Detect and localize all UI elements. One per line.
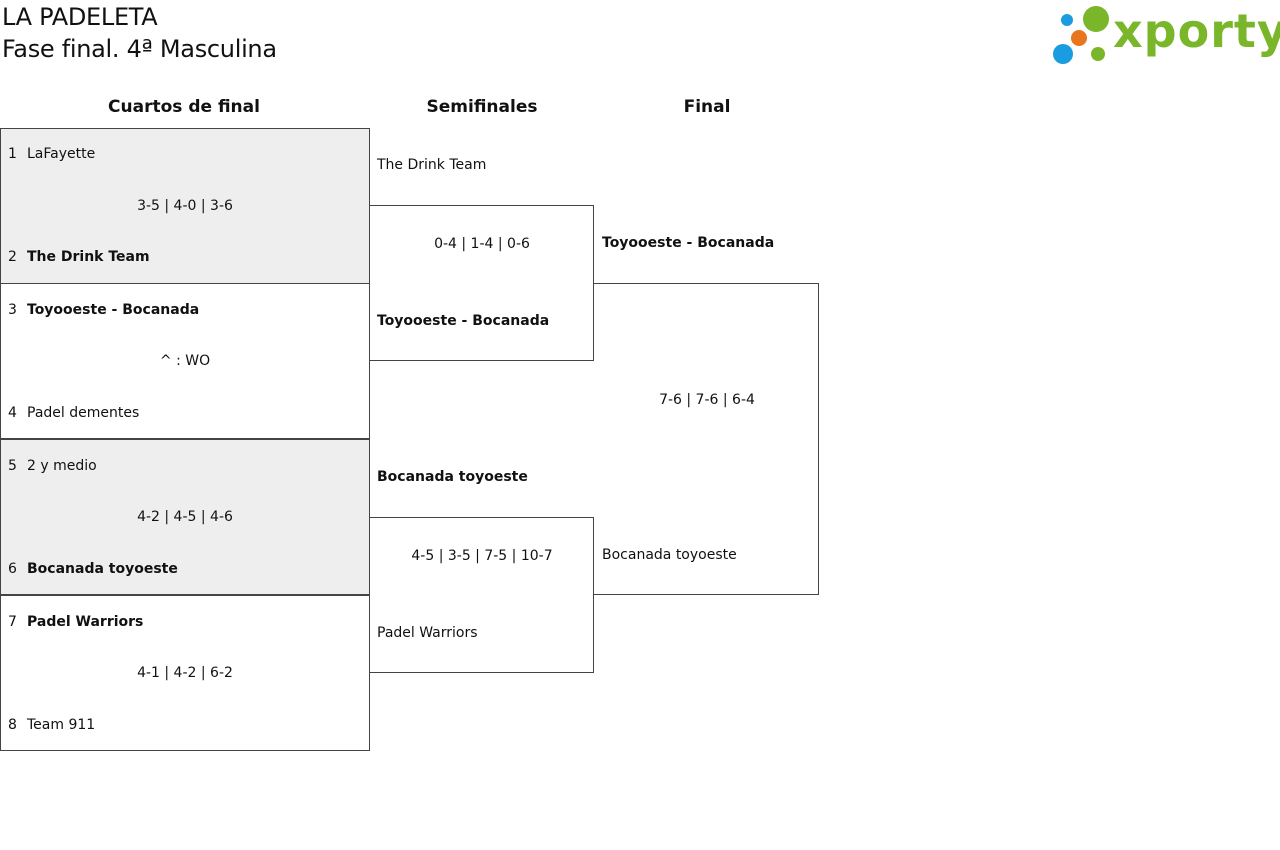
sf-match-1[interactable] xyxy=(369,205,594,361)
round-heading-quarterfinals: Cuartos de final xyxy=(108,97,260,117)
team-name: LaFayette xyxy=(27,146,96,162)
page-title: LA PADELETA xyxy=(2,3,158,31)
qf-match-4[interactable]: 7 Padel Warriors 4-1 | 4-2 | 6-2 8 Team 91… xyxy=(0,595,370,751)
qf-team-1: 1 LaFayette xyxy=(8,146,95,162)
team-name: Padel dementes xyxy=(27,405,140,421)
qf-match-1[interactable]: 1 LaFayette 3-5 | 4-0 | 3-6 2 The Drink Te… xyxy=(0,128,370,284)
logo-wordmark: xporty xyxy=(1113,4,1280,58)
team-name: Bocanada toyoeste xyxy=(27,561,178,577)
sf-match-2[interactable] xyxy=(369,517,594,673)
team-seed: 6 xyxy=(8,561,17,577)
qf-team-3: 3 Toyooeste - Bocanada xyxy=(8,302,199,318)
team-seed: 4 xyxy=(8,405,17,421)
qf-team-2: 2 The Drink Team xyxy=(8,249,150,265)
team-name: Toyooeste - Bocanada xyxy=(27,302,200,318)
sf-team-1: The Drink Team xyxy=(377,157,487,173)
final-score: 7-6 | 7-6 | 6-4 xyxy=(659,392,755,408)
team-seed: 3 xyxy=(8,302,17,318)
match-score: ^ : WO xyxy=(159,353,211,369)
sf-team-2: Toyooeste - Bocanada xyxy=(377,313,550,329)
round-heading-semifinals: Semifinales xyxy=(426,97,538,117)
sf-score-2: 4-5 | 3-5 | 7-5 | 10-7 xyxy=(411,548,553,564)
sf-score-1: 0-4 | 1-4 | 0-6 xyxy=(434,236,530,252)
qf-team-8: 8 Team 911 xyxy=(8,717,95,733)
qf-team-5: 5 2 y medio xyxy=(8,458,97,474)
page-subtitle: Fase final. 4ª Masculina xyxy=(2,35,277,63)
team-seed: 7 xyxy=(8,614,17,630)
logo-dots-icon xyxy=(1053,6,1109,64)
qf-team-7: 7 Padel Warriors xyxy=(8,614,143,630)
final-team-2: Bocanada toyoeste xyxy=(602,547,737,563)
team-name: The Drink Team xyxy=(27,249,150,265)
match-score: 4-2 | 4-5 | 4-6 xyxy=(137,509,233,525)
final-match[interactable] xyxy=(594,283,819,595)
sf-team-4: Padel Warriors xyxy=(377,625,478,641)
team-name: Padel Warriors xyxy=(27,614,144,630)
team-seed: 2 xyxy=(8,249,17,265)
round-heading-final: Final xyxy=(683,97,731,117)
team-name: 2 y medio xyxy=(27,458,97,474)
sf-team-3: Bocanada toyoeste xyxy=(377,469,528,485)
team-name: Team 911 xyxy=(27,717,96,733)
match-score: 3-5 | 4-0 | 3-6 xyxy=(137,198,233,214)
team-seed: 8 xyxy=(8,717,17,733)
team-seed: 5 xyxy=(8,458,17,474)
qf-team-4: 4 Padel dementes xyxy=(8,405,139,421)
match-score: 4-1 | 4-2 | 6-2 xyxy=(137,665,233,681)
xporty-logo[interactable]: xporty xyxy=(1050,4,1280,66)
final-team-1: Toyooeste - Bocanada xyxy=(602,235,775,251)
qf-match-3[interactable]: 5 2 y medio 4-2 | 4-5 | 4-6 6 Bocanada toy… xyxy=(0,439,370,595)
team-seed: 1 xyxy=(8,146,17,162)
qf-match-2[interactable]: 3 Toyooeste - Bocanada ^ : WO 4 Padel deme… xyxy=(0,283,370,439)
qf-team-6: 6 Bocanada toyoeste xyxy=(8,561,178,577)
